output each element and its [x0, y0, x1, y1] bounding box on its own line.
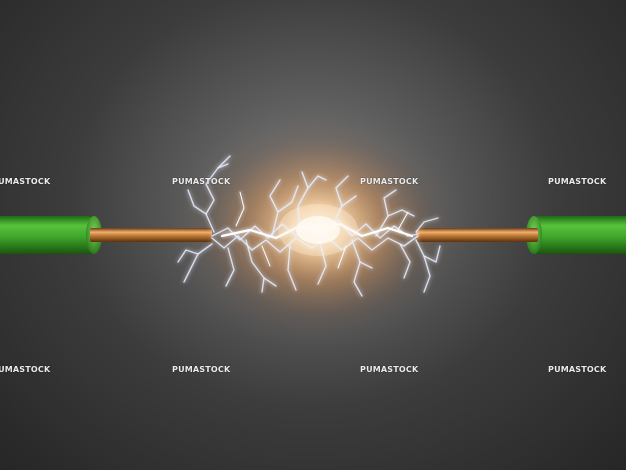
spark-core-halo: [278, 204, 358, 256]
spark-core: [296, 216, 340, 244]
left-copper-conductor: [90, 228, 212, 242]
right-copper-conductor: [416, 228, 538, 242]
left-wire-insulation: [0, 216, 94, 254]
right-wire-insulation: [532, 216, 626, 254]
